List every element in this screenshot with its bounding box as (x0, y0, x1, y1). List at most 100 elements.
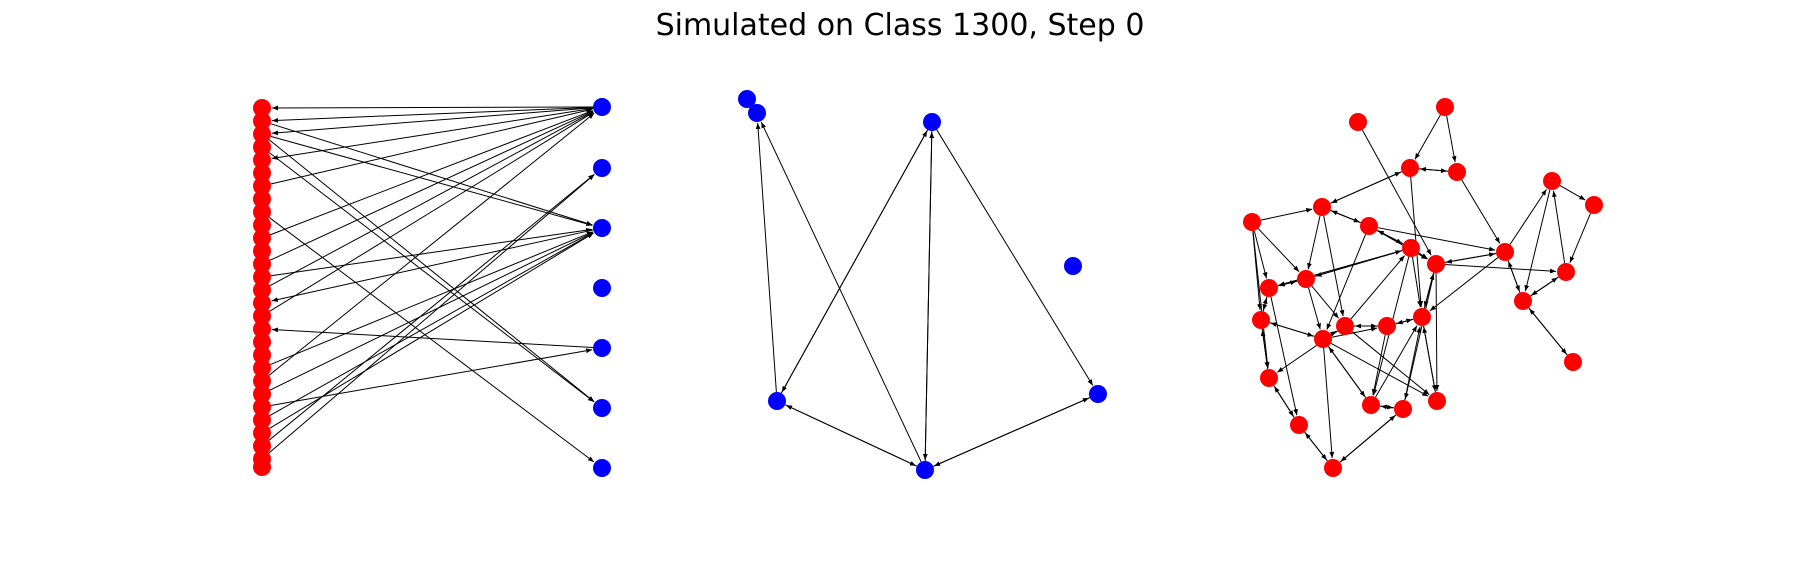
cluster-panel-edge (1559, 185, 1586, 201)
bipartite-panel-edge (271, 107, 594, 160)
cluster-panel-node-n14 (1260, 279, 1278, 297)
bipartite-panel-node-L23 (253, 398, 271, 416)
bipartite-panel-edge (269, 231, 594, 391)
triangle-panel-node-A (738, 90, 756, 108)
cluster-panel-edge (1273, 386, 1295, 418)
bipartite-panel-node-L7 (253, 190, 271, 208)
cluster-panel-edge (1361, 129, 1432, 256)
cluster-panel-edge (1323, 347, 1335, 459)
bipartite-panel-node-L15 (253, 294, 271, 312)
cluster-panel-edge (1418, 252, 1428, 260)
triangle-panel-edge (781, 129, 929, 393)
triangle-panel-edge (755, 122, 777, 393)
bipartite-panel-node-L26 (253, 437, 271, 455)
cluster-panel-edge (1414, 114, 1441, 160)
cluster-panel-edge (1524, 189, 1551, 292)
cluster-panel-edge (1307, 215, 1321, 270)
cluster-panel-node-n24 (1428, 392, 1446, 410)
bipartite-panel-node-L25 (253, 424, 271, 442)
cluster-panel-edge (1311, 285, 1339, 319)
bipartite-panel-node-L20 (253, 359, 271, 377)
cluster-panel-edge (1260, 208, 1313, 221)
triangle-panel-node-C (923, 113, 941, 131)
cluster-panel-edge (1307, 287, 1321, 330)
bipartite-panel-edge (270, 135, 593, 227)
cluster-panel-edge (1326, 234, 1367, 330)
cluster-panel-edge (1351, 331, 1430, 396)
cluster-panel-edge (1411, 256, 1422, 308)
cluster-panel-edge (1380, 404, 1395, 410)
bipartite-panel-node-L28 (253, 458, 271, 476)
bipartite-panel-node-L21 (253, 372, 271, 390)
cluster-panel-edge (1423, 325, 1437, 392)
bipartite-panel-node-L18 (253, 333, 271, 351)
bipartite-panel-node-R4 (593, 339, 611, 357)
bipartite-panel-node-L4 (253, 151, 271, 169)
bipartite-panel-edge (271, 107, 594, 136)
cluster-panel-edge (1270, 296, 1298, 416)
cluster-panel-edge (1376, 230, 1428, 260)
cluster-panel-edge (1423, 272, 1435, 308)
cluster-panel-node-n20 (1514, 292, 1532, 310)
cluster-panel-edge (1304, 432, 1328, 462)
bipartite-panel-edge (271, 106, 594, 123)
cluster-panel-node-n11 (1496, 243, 1514, 261)
cluster-panel-node-n21 (1260, 369, 1278, 387)
cluster-panel-edge (1404, 272, 1435, 400)
cluster-panel-node-n0 (1349, 113, 1367, 131)
edges-layer (268, 105, 1591, 467)
cluster-panel-node-n7 (1313, 198, 1331, 216)
bipartite-panel-node-R6 (593, 459, 611, 477)
cluster-panel-node-n12 (1557, 263, 1575, 281)
bipartite-panel-node-R3 (593, 279, 611, 297)
bipartite-panel-node-L3 (253, 138, 271, 156)
cluster-panel-edge (1262, 297, 1268, 312)
triangle-panel-edge (784, 404, 917, 467)
cluster-panel-edge (1257, 228, 1300, 273)
bipartite-panel-edge (268, 174, 595, 454)
cluster-panel-node-n10 (1427, 255, 1445, 273)
cluster-panel-edge (1419, 166, 1449, 172)
cluster-panel-edge (1328, 346, 1367, 399)
bipartite-panel-edge (271, 229, 594, 302)
cluster-panel-edge (1330, 342, 1429, 397)
bipartite-panel-node-L11 (253, 242, 271, 260)
cluster-panel-edge (1323, 215, 1345, 317)
cluster-panel-node-n18 (1413, 308, 1431, 326)
cluster-panel-edge (1252, 230, 1270, 369)
cluster-panel-node-n1 (1436, 98, 1454, 116)
cluster-panel-edge (1340, 414, 1397, 462)
bipartite-panel-node-R2 (593, 219, 611, 237)
cluster-panel-node-n26 (1324, 459, 1342, 477)
cluster-panel-node-n2 (1401, 159, 1419, 177)
cluster-panel-edge (1396, 318, 1414, 325)
bipartite-panel-node-L17 (253, 320, 271, 338)
triangle-panel-edge (936, 129, 1094, 386)
cluster-panel-node-n23 (1394, 400, 1412, 418)
triangle-panel-node-B (748, 104, 766, 122)
bipartite-panel-node-L14 (253, 281, 271, 299)
cluster-panel-node-n9 (1402, 239, 1420, 257)
cluster-panel-edge (1531, 276, 1559, 296)
figure-title: Simulated on Class 1300, Step 0 (655, 8, 1145, 43)
bipartite-panel-node-L2 (253, 125, 271, 143)
cluster-panel-edge (1331, 210, 1361, 224)
cluster-panel-node-n16 (1336, 317, 1354, 335)
triangle-panel-edge (760, 121, 922, 463)
bipartite-panel-node-R5 (593, 399, 611, 417)
nodes-layer (253, 90, 1603, 479)
cluster-panel-edge (1445, 253, 1497, 264)
cluster-panel-node-n8 (1360, 217, 1378, 235)
bipartite-panel-node-L19 (253, 346, 271, 364)
cluster-panel-node-n19 (1314, 330, 1332, 348)
bipartite-panel-node-L24 (253, 411, 271, 429)
cluster-panel-node-n17 (1378, 317, 1396, 335)
bipartite-panel-node-L8 (253, 203, 271, 221)
cluster-panel-edge (1375, 325, 1418, 398)
cluster-panel-edge (1507, 261, 1521, 293)
bipartite-panel-node-L22 (253, 385, 271, 403)
cluster-panel-node-n4 (1543, 172, 1561, 190)
bipartite-panel-node-L16 (253, 307, 271, 325)
cluster-panel-edge (1270, 322, 1315, 337)
bipartite-panel-edge (268, 112, 595, 376)
